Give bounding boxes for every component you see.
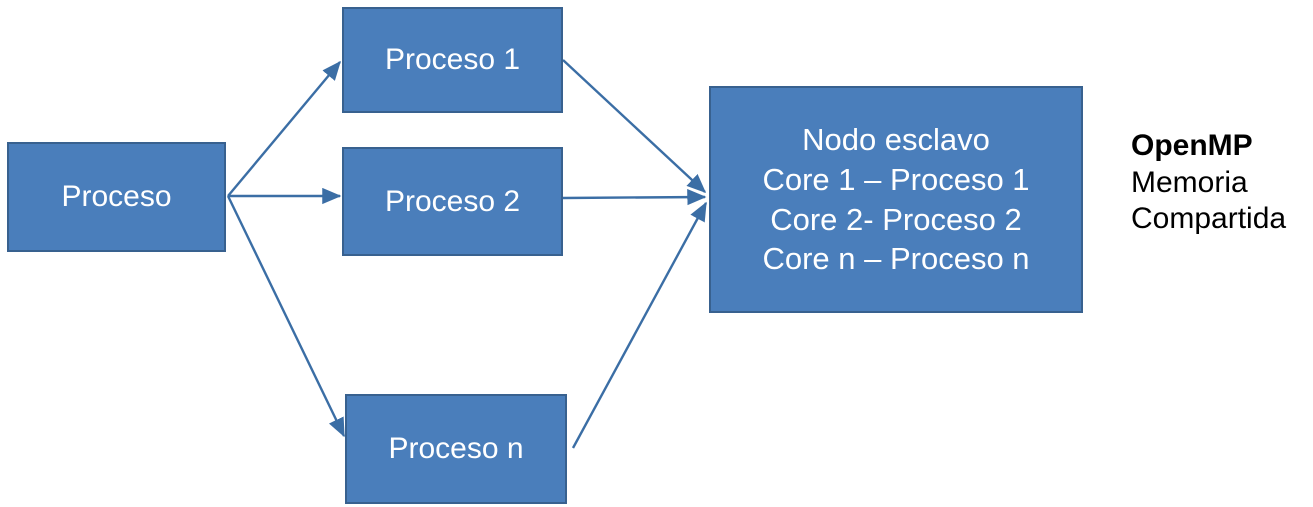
connector-proceso-to-proceso-n (226, 195, 346, 438)
node-proceso-1[interactable]: Proceso 1 (342, 7, 563, 113)
connector-proceso-2-to-nodo-esclavo (562, 188, 707, 206)
node-nodo-esclavo[interactable]: Nodo esclavo Core 1 – Proceso 1 Core 2- … (709, 86, 1083, 313)
node-proceso-n[interactable]: Proceso n (345, 394, 567, 504)
node-proceso-2[interactable]: Proceso 2 (342, 147, 563, 256)
node-proceso-2-label: Proceso 2 (384, 184, 521, 218)
node-proceso-label: Proceso (61, 180, 172, 214)
side-note-line-1: Memoria (1131, 165, 1248, 199)
connector-proceso-1-to-nodo-esclavo (562, 59, 707, 193)
node-proceso[interactable]: Proceso (7, 142, 226, 252)
side-note-line-2: Compartida (1131, 202, 1287, 236)
nodo-esclavo-core-1: Core 1 – Proceso 1 (762, 161, 1030, 197)
nodo-esclavo-core-2: Core 2- Proceso 2 (770, 201, 1022, 237)
node-proceso-1-label: Proceso 1 (384, 43, 521, 77)
side-note-title: OpenMP (1131, 129, 1253, 162)
node-proceso-n-label: Proceso n (388, 432, 524, 466)
connector-proceso-to-proceso-1 (227, 60, 341, 197)
side-note-openmp: OpenMP Memoria Compartida (1131, 128, 1313, 238)
nodo-esclavo-core-n: Core n – Proceso n (762, 241, 1030, 277)
nodo-esclavo-title: Nodo esclavo (802, 122, 990, 158)
connector-proceso-n-to-nodo-esclavo (571, 201, 708, 449)
